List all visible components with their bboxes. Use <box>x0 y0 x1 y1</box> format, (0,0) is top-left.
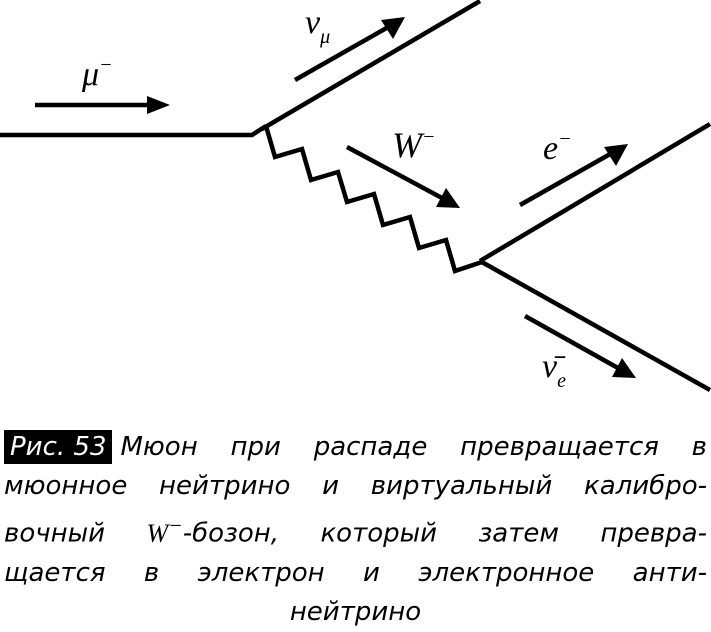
electron-label: e− <box>543 128 572 167</box>
w-arrow-shaft <box>345 145 444 200</box>
electron-antineutrino-line <box>478 259 711 392</box>
figure-number-badge: Рис. 53 <box>4 430 113 464</box>
caption-line-5: нейтрино <box>289 596 422 627</box>
muon-neutrino-arrow-shaft <box>293 24 392 82</box>
muon-neutrino-line <box>260 0 482 131</box>
electron-antineutrino-label: ν̄e <box>542 348 566 392</box>
muon-line <box>0 124 268 138</box>
w-boson-zigzag <box>263 125 483 274</box>
w-boson-label: W− <box>392 125 436 165</box>
muon-neutrino-arrowhead-icon <box>381 17 405 39</box>
electron-antineutrino-arrowhead-icon <box>612 358 636 378</box>
electron-arrow-shaft <box>518 151 614 207</box>
caption-line-3: вочный W−-бозон, который затем превра- <box>4 513 707 549</box>
electron-line <box>478 122 711 263</box>
muon-arrowhead-icon <box>147 96 170 114</box>
muon-neutrino-label: νμ <box>305 4 331 48</box>
caption-line-4: щается в электрон и электронное анти- <box>4 557 707 588</box>
caption-line-2: мюонное нейтрино и виртуальный калибро- <box>4 471 707 501</box>
muon-label: μ− <box>82 54 113 93</box>
w-arrowhead-icon <box>436 188 460 208</box>
diagram-lines <box>0 0 711 392</box>
w-boson-inline-symbol: W− <box>146 513 183 548</box>
feynman-diagram: μ− νμ W− e− ν̄e <box>0 0 711 392</box>
electron-antineutrino-arrow-shaft <box>523 314 620 370</box>
electron-arrowhead-icon <box>604 144 628 166</box>
